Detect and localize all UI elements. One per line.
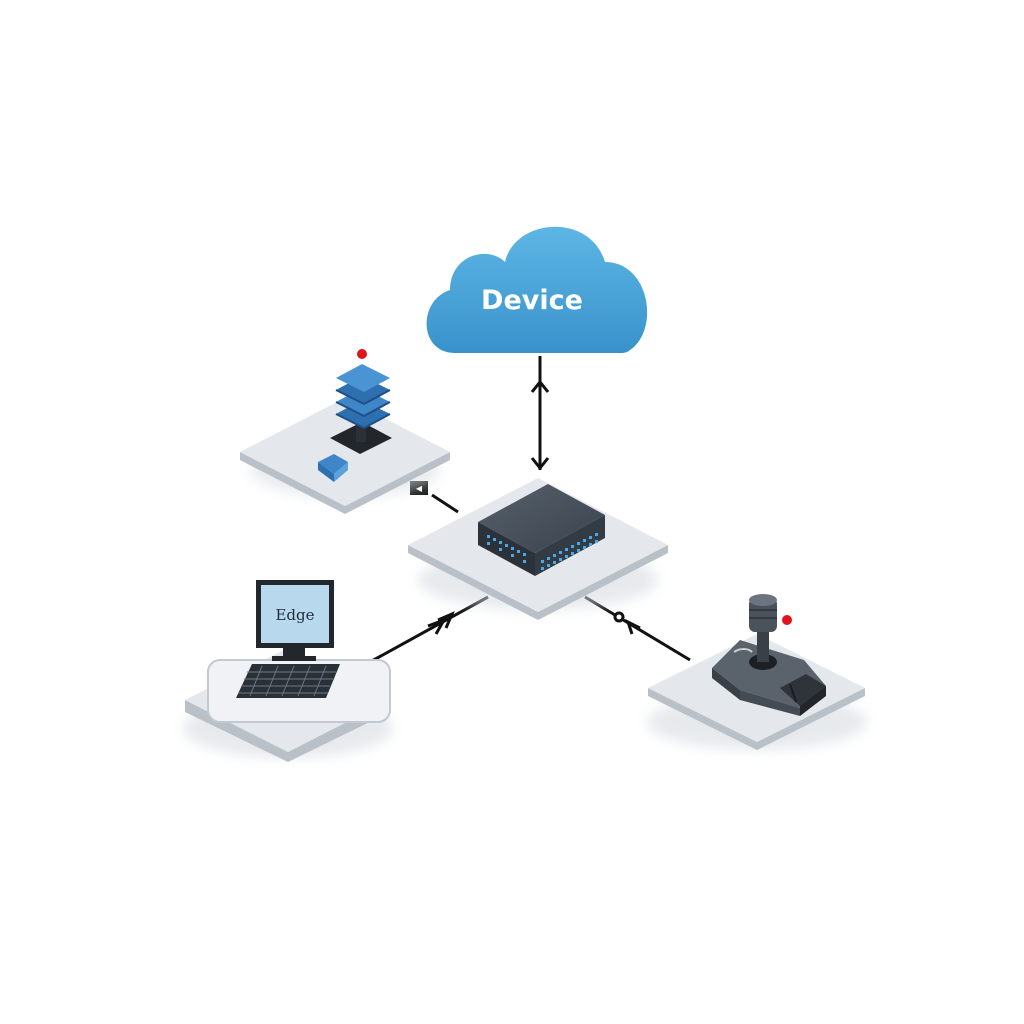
joystick-status-indicator	[782, 615, 792, 625]
keyboard-icon	[236, 664, 340, 698]
edge-link-arrowhead-2	[437, 611, 455, 629]
server-node	[240, 349, 450, 514]
joystick-node	[647, 594, 867, 750]
arrow-badge-label: ◀	[416, 484, 423, 493]
cloud-label: Device	[481, 285, 583, 316]
network-switch-icon	[478, 484, 605, 576]
cloud-icon	[426, 226, 648, 353]
monitor-screen	[261, 585, 329, 643]
switch-node	[408, 478, 668, 620]
joystick-controller-icon	[712, 594, 826, 716]
joystick-switch-link	[584, 595, 691, 662]
server-stack-icon	[335, 364, 391, 429]
server-platform	[240, 398, 450, 506]
edge-link-arrowhead	[427, 617, 448, 635]
edge-switch-link	[369, 595, 489, 664]
cloud-link-arrowhead-down	[530, 457, 550, 471]
edge-platform-side	[185, 700, 390, 762]
cloud-link-arrowhead-up	[530, 379, 550, 393]
joystick-link-node	[613, 611, 625, 623]
storage-drive-icon	[318, 454, 348, 482]
edge-screen-label: Edge	[275, 606, 314, 624]
server-status-indicator	[357, 349, 367, 359]
joystick-grip	[749, 598, 777, 632]
cloud-node: Device	[426, 226, 648, 353]
joystick-link-arrowhead	[625, 619, 641, 635]
switch-server-link	[431, 493, 459, 514]
connectors	[369, 356, 691, 664]
desktop-computer-icon: Edge	[236, 580, 340, 698]
edge-node: Edge	[183, 580, 393, 762]
